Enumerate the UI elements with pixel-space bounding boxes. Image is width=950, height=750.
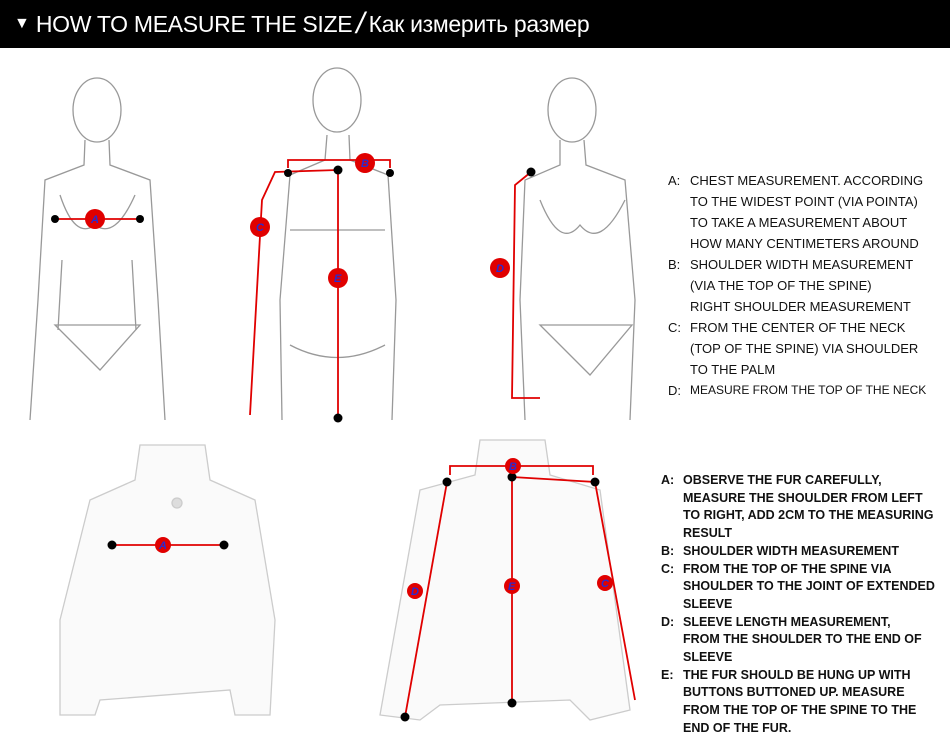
instruction-line: SLEEVE LENGTH MEASUREMENT,: [683, 614, 891, 629]
instruction-line: FROM THE SHOULDER TO THE END OF: [683, 632, 922, 647]
instruction-line: RIGHT SHOULDER MEASUREMENT: [690, 299, 911, 314]
instruction-key: D:: [668, 383, 681, 398]
marker-label: D: [496, 263, 504, 275]
instruction-line: TO TAKE A MEASUREMENT ABOUT: [690, 215, 908, 230]
triangle-down-icon: ▼: [14, 15, 30, 32]
fur-instruction-c: C: FROM THE TOP OF THE SPINE VIA SHOULDE…: [661, 561, 935, 614]
marker-label: B: [361, 158, 369, 170]
side-figure-sketch: [519, 77, 636, 421]
marker-label: E: [334, 273, 342, 285]
instruction-key: E:: [661, 667, 674, 682]
instruction-line: SLEEVE: [683, 650, 733, 665]
instruction-key: C:: [661, 561, 675, 576]
marker-a-fur: A: [155, 537, 171, 553]
instruction-key: A:: [661, 473, 675, 487]
marker-e-fur: E: [504, 578, 520, 594]
marker-d-body: D: [490, 258, 510, 278]
marker-c-body: C: [250, 217, 270, 237]
instruction-line: TO RIGHT, ADD 2CM TO THE MEASURING: [683, 508, 934, 523]
instruction-line: SHOULDER WIDTH MEASUREMENT: [683, 543, 899, 558]
instruction-line: TO THE PALM: [690, 362, 776, 377]
instruction-line: SHOULDER WIDTH MEASUREMENT: [690, 257, 914, 272]
fur-coat-front-sketch: [59, 444, 276, 716]
measurement-lines: [55, 159, 636, 718]
instruction-line: FROM THE CENTER OF THE NECK: [690, 320, 906, 335]
fur-instruction-a: A: OBSERVE THE FUR CAREFULLY, MEASURE TH…: [661, 472, 935, 543]
instruction-key: B:: [661, 543, 675, 558]
marker-d-fur: D: [407, 583, 423, 599]
instruction-line: TO THE WIDEST POINT (VIA POINTA): [690, 194, 918, 209]
instruction-line: BUTTONS BUTTONED UP. MEASURE: [683, 685, 905, 700]
instruction-c: C: FROM THE CENTER OF THE NECK (TOP OF T…: [668, 317, 926, 380]
instruction-line: FROM THE TOP OF THE SPINE TO THE: [683, 703, 917, 718]
instruction-d: D: MEASURE FROM THE TOP OF THE NECK: [668, 380, 926, 401]
instruction-line: END OF THE FUR.: [683, 720, 792, 735]
instruction-line: THE FUR SHOULD BE HUNG UP WITH: [683, 667, 911, 682]
title-ru: Как измерить размер: [368, 10, 590, 37]
marker-a-body: A: [85, 209, 105, 229]
marker-b-fur: B: [505, 458, 521, 474]
marker-label: C: [256, 222, 265, 234]
marker-label: A: [158, 540, 167, 552]
instruction-line: (TOP OF THE SPINE) VIA SHOULDER: [690, 341, 919, 356]
marker-c-fur: C: [597, 575, 613, 591]
fur-instructions: A: OBSERVE THE FUR CAREFULLY, MEASURE TH…: [661, 472, 935, 738]
marker-label: E: [508, 581, 516, 593]
instruction-key: B:: [668, 257, 681, 272]
instruction-line: OBSERVE THE FUR CAREFULLY,: [683, 473, 882, 487]
front-figure-sketch: [29, 77, 166, 421]
instruction-line: RESULT: [683, 526, 733, 541]
marker-label: D: [411, 586, 419, 598]
instruction-line: HOW MANY CENTIMETERS AROUND: [690, 236, 919, 251]
measurement-endpoints: [51, 165, 600, 722]
instruction-line: FROM THE TOP OF THE SPINE VIA: [683, 561, 892, 576]
instruction-key: C:: [668, 320, 681, 335]
title-separator: /: [356, 7, 365, 40]
instruction-b: B: SHOULDER WIDTH MEASUREMENT (VIA THE T…: [668, 254, 926, 317]
title-en: HOW TO MEASURE THE SIZE: [35, 10, 353, 37]
fur-instruction-b: B: SHOULDER WIDTH MEASUREMENT: [661, 543, 935, 561]
marker-label: A: [90, 214, 99, 226]
body-instructions: A: CHEST MEASUREMENT. ACCORDING TO THE W…: [668, 170, 926, 401]
instruction-key: D:: [661, 614, 675, 629]
instruction-line: SLEEVE: [683, 596, 733, 611]
instruction-line: MEASURE THE SHOULDER FROM LEFT: [683, 490, 923, 505]
marker-b-body: B: [355, 153, 375, 173]
measurement-illustrations: A B C E D A B C D E: [29, 67, 636, 722]
marker-e-body: E: [328, 268, 348, 288]
instruction-line: SHOULDER TO THE JOINT OF EXTENDED: [683, 579, 935, 594]
instruction-key: A:: [668, 173, 681, 188]
fur-instruction-e: E: THE FUR SHOULD BE HUNG UP WITH BUTTON…: [661, 667, 935, 738]
instruction-a: A: CHEST MEASUREMENT. ACCORDING TO THE W…: [668, 170, 926, 254]
instruction-line: CHEST MEASUREMENT. ACCORDING: [690, 173, 924, 188]
fur-instruction-d: D: SLEEVE LENGTH MEASUREMENT, FROM THE S…: [661, 614, 935, 667]
marker-label: B: [509, 461, 517, 473]
instruction-line: (VIA THE TOP OF THE SPINE): [690, 278, 872, 293]
marker-label: C: [601, 578, 610, 590]
header-bar: ▼ HOW TO MEASURE THE SIZE / Как измерить…: [0, 0, 950, 48]
instruction-line: MEASURE FROM THE TOP OF THE NECK: [690, 383, 927, 397]
